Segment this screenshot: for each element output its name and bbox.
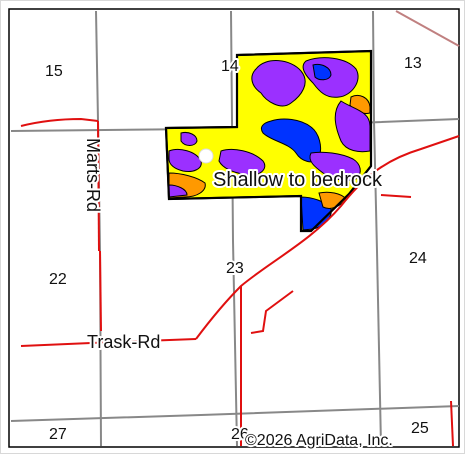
roads <box>20 117 460 447</box>
section-line-south <box>10 405 460 422</box>
road-segment <box>20 117 99 127</box>
road-southeast <box>450 400 454 447</box>
road-diagonal <box>195 135 460 340</box>
road-marts <box>97 120 100 252</box>
section-label: 13 <box>404 55 422 72</box>
road-label-marts: Marts-Rd <box>83 138 103 212</box>
section-label: 24 <box>409 250 427 267</box>
section-label: 14 <box>221 58 239 75</box>
soil-zone-purple <box>334 100 371 153</box>
map-border <box>8 8 460 448</box>
section-line-east <box>372 10 382 447</box>
road-marts-south <box>99 250 102 332</box>
road-spur-east <box>380 194 412 198</box>
soil-zone-purple <box>180 132 198 146</box>
road-label-trask: Trask-Rd <box>87 332 160 352</box>
soil-zone-purple <box>251 60 306 107</box>
copyright-text: ©2026 AgriData, Inc. <box>245 432 393 449</box>
soil-zone-purple <box>168 148 202 172</box>
soil-zone-blue <box>260 118 322 163</box>
soil-zone-purple <box>168 184 188 198</box>
road-spur-south <box>250 290 294 334</box>
section-labels: 15 14 13 22 23 24 27 26 25 <box>45 55 429 445</box>
pipeline-line <box>395 10 460 47</box>
soil-zone-purple <box>218 148 266 176</box>
section-label: 27 <box>49 426 67 443</box>
section-label: 22 <box>49 271 67 288</box>
section-label: 25 <box>411 420 429 437</box>
location-marker[interactable] <box>198 148 214 164</box>
section-label: 26 <box>231 426 249 443</box>
field-boundary[interactable] <box>164 49 373 233</box>
section-label: 15 <box>45 63 63 80</box>
road-trask <box>20 338 197 347</box>
soil-zone-blue <box>312 64 332 81</box>
field-outline <box>164 49 373 233</box>
section-label: 23 <box>226 260 244 277</box>
soil-zone-purple <box>309 151 361 182</box>
soil-annotation: Shallow to bedrock <box>213 169 383 191</box>
